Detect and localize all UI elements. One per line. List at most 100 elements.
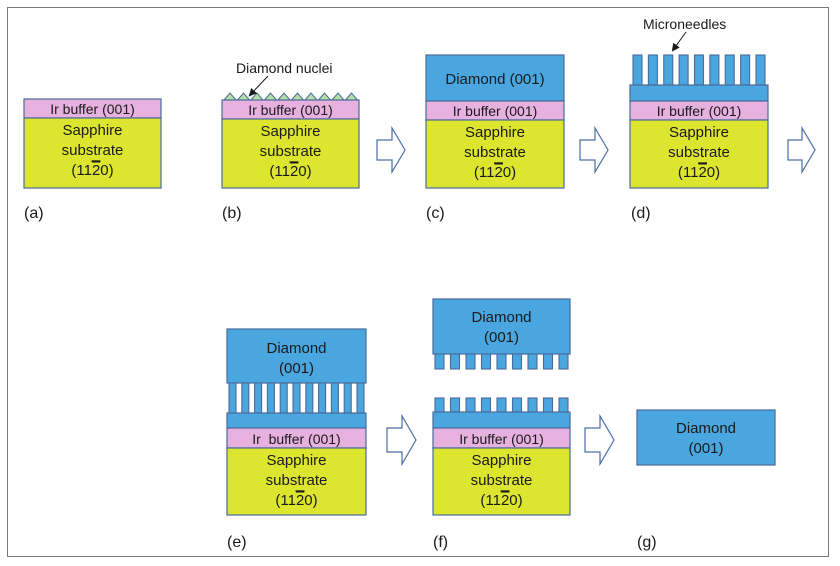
nucleus-triangle <box>263 92 278 101</box>
process-arrow-icon <box>787 125 816 175</box>
diamond-base-layer <box>629 84 769 102</box>
panel-label-d: (d) <box>631 205 651 222</box>
diamond-nuclei-annotation: Diamond nuclei <box>236 60 333 76</box>
needle <box>356 382 365 414</box>
sapphire-label-line1: Sapphire <box>465 124 525 141</box>
needle <box>647 54 658 86</box>
nucleus-triangle <box>303 92 319 101</box>
panel-e: Diamond (001) Ir buffer (001) Sapphiresu… <box>226 328 367 551</box>
sapphire-label-line1: Sapphire <box>260 123 320 140</box>
ir-buffer-label: Ir buffer (001) <box>248 102 333 118</box>
sapphire-orientation: (1120) <box>71 162 113 179</box>
panel-label-b: (b) <box>222 205 242 222</box>
sapphire-label-line1: Sapphire <box>669 124 729 141</box>
panel-label-f: (f) <box>433 534 448 551</box>
diamond-layer <box>425 54 565 102</box>
sapphire-label-line2: substrate <box>668 144 730 161</box>
ir-buffer-label: Ir buffer (001) <box>657 103 742 119</box>
sapphire-label: Sapphire substrate (1120) <box>260 123 322 180</box>
sapphire-orientation: (1120) <box>275 492 317 509</box>
needle <box>542 397 554 413</box>
sapphire-label-line1: Sapphire <box>471 452 531 469</box>
microneedles <box>632 54 766 86</box>
panel-label-g: (g) <box>637 534 657 551</box>
needle <box>292 382 301 414</box>
needle <box>449 397 461 413</box>
needle <box>558 397 569 413</box>
diamond-label-line1: Diamond <box>266 340 326 357</box>
diamond-label: Diamond (001) <box>445 71 544 88</box>
sapphire-substrate-layer <box>23 117 162 189</box>
nucleus-triangle <box>249 92 265 101</box>
panel-label-e: (e) <box>227 534 247 551</box>
needle <box>449 353 461 370</box>
needle <box>511 353 523 370</box>
needle <box>724 54 735 86</box>
needle <box>527 353 538 370</box>
sapphire-label-line2: substrate <box>260 143 322 160</box>
needle <box>755 54 766 86</box>
sapphire-substrate-layer <box>629 119 769 189</box>
sapphire-orientation: (1120) <box>480 492 522 509</box>
sapphire-orientation: (1120) <box>678 164 720 181</box>
diamond-nuclei <box>222 92 359 101</box>
sapphire-substrate-layer <box>221 118 360 189</box>
nucleus-triangle <box>344 92 359 101</box>
diamond-label-line2: (001) <box>484 329 519 346</box>
diamond-freestanding <box>636 409 776 466</box>
needle <box>434 397 445 413</box>
process-arrow-icon <box>584 413 615 467</box>
panel-d: Ir buffer (001) Sapphiresubstrate(1120) … <box>629 16 769 222</box>
needle <box>511 397 523 413</box>
needle <box>318 382 327 414</box>
needle <box>632 54 643 86</box>
diamond-layer <box>432 298 571 355</box>
needle <box>241 382 250 414</box>
needle <box>558 353 569 370</box>
needle <box>678 54 689 86</box>
nucleus-triangle <box>276 92 292 101</box>
nucleus-triangle <box>317 92 332 101</box>
process-arrow-icon <box>579 125 609 175</box>
sapphire-orientation: (1120) <box>474 164 516 181</box>
needle <box>527 397 538 413</box>
sapphire-label-line2: substrate <box>464 144 526 161</box>
needle <box>496 397 507 413</box>
diamond-label-line1: Diamond <box>676 420 736 437</box>
broken-needle-stubs-top <box>434 353 569 370</box>
needle <box>305 382 314 414</box>
needle <box>228 382 237 414</box>
needle <box>496 353 507 370</box>
ir-buffer-label: Ir buffer (001) <box>252 431 340 447</box>
needle <box>279 382 288 414</box>
microneedles-pointer-arrow <box>671 31 687 52</box>
panel-a: Ir buffer (001) Sapphiresubstrate(1120) … <box>23 98 162 222</box>
microneedles-annotation: Microneedles <box>643 16 726 32</box>
needle <box>542 353 554 370</box>
nucleus-triangle <box>330 92 346 101</box>
ir-buffer-label: Ir buffer (001) <box>459 431 544 447</box>
sapphire-label-line2: substrate <box>471 472 533 489</box>
panel-b: Ir buffer (001) Sapphiresubstrate(1120) … <box>221 60 360 222</box>
diamond-base-layer <box>432 411 571 429</box>
needle <box>693 54 705 86</box>
needle <box>740 54 751 86</box>
needle <box>465 397 476 413</box>
microneedles <box>228 382 365 414</box>
panel-f: Diamond (001) Ir buffer (001) Sapphiresu… <box>432 298 571 551</box>
panel-label-a: (a) <box>24 205 44 222</box>
diamond-label-line2: (001) <box>279 360 314 377</box>
diamond-label-line2: (001) <box>688 440 723 457</box>
sapphire-substrate-layer <box>226 447 367 516</box>
ir-buffer-label: Ir buffer (001) <box>453 103 538 119</box>
sapphire-orientation: (1120) <box>269 163 311 180</box>
nucleus-triangle <box>290 92 305 101</box>
sapphire-label-line2: substrate <box>266 472 328 489</box>
sapphire-substrate-layer <box>425 119 565 189</box>
needle <box>254 382 263 414</box>
needle <box>709 54 720 86</box>
panel-g: Diamond (001) (g) <box>636 409 776 551</box>
sapphire-label: Sapphire substrate (1120) <box>668 124 730 181</box>
